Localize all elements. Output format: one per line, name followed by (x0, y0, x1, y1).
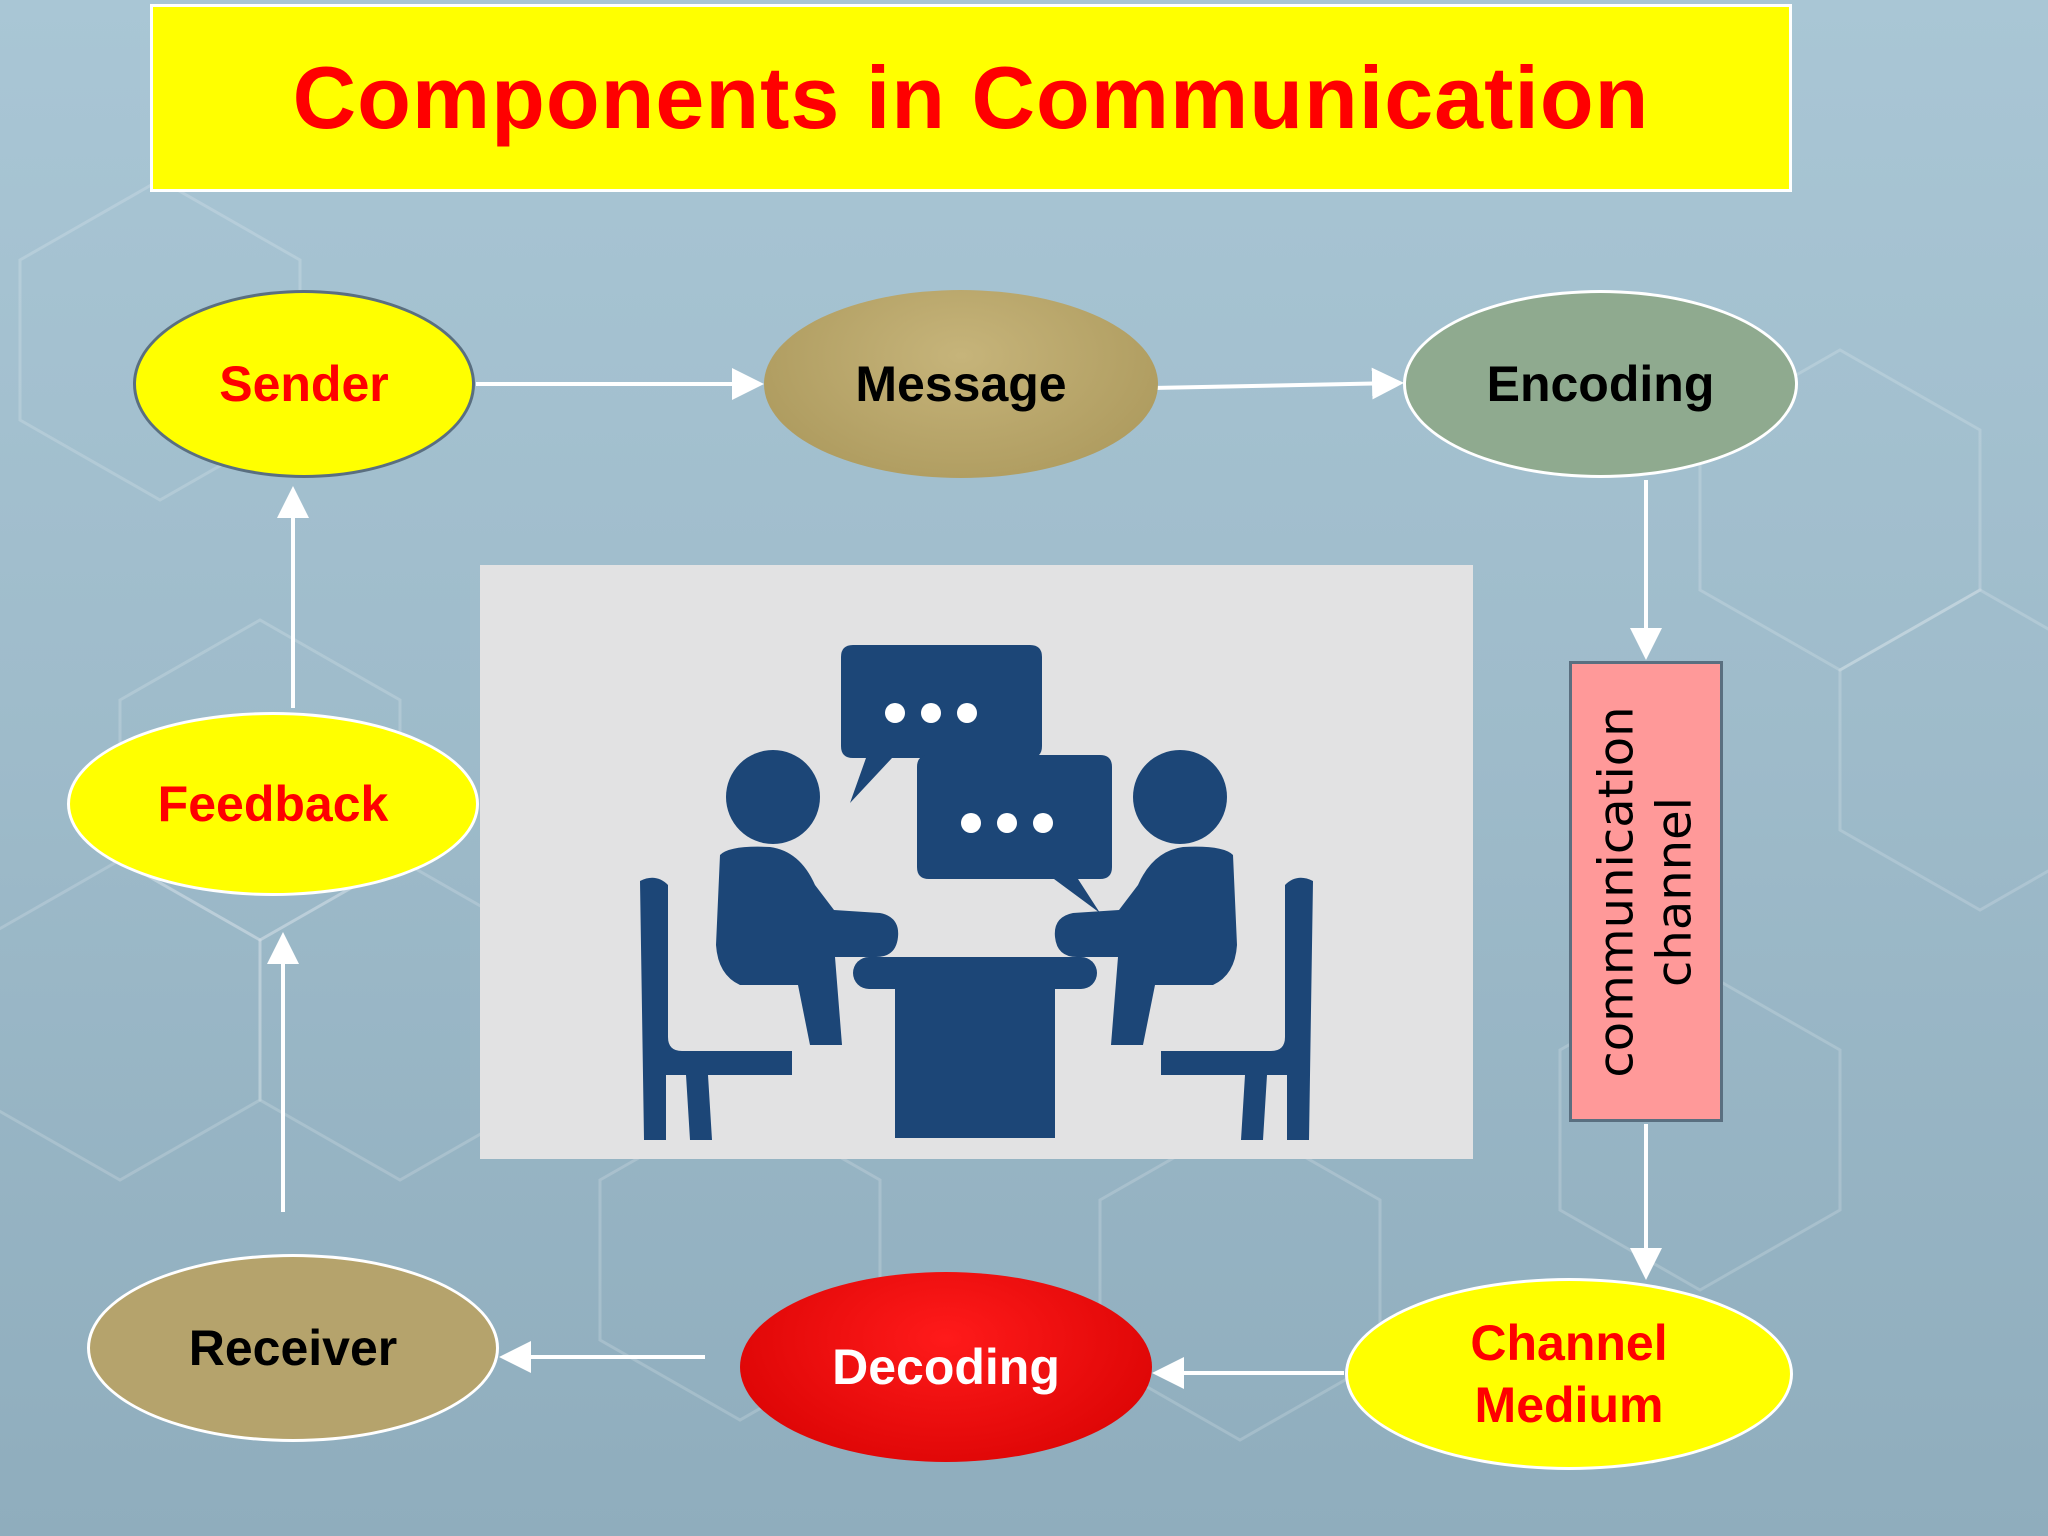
node-decoding: Decoding (740, 1272, 1152, 1462)
node-channel-label: communication channel (1589, 705, 1704, 1078)
node-channel-medium: Channel Medium (1345, 1278, 1793, 1470)
person-left-body (716, 846, 899, 1045)
page-title: Components in Communication (292, 48, 1650, 147)
node-receiver: Receiver (87, 1254, 499, 1442)
node-feedback-label: Feedback (157, 776, 389, 832)
arrow-message-to-encoding (1151, 367, 1404, 400)
title-banner: Components in Communication (150, 4, 1792, 192)
speech-bubble-right (917, 755, 1112, 913)
node-message: Message (764, 290, 1158, 478)
node-sender-label: Sender (219, 356, 389, 412)
node-sender: Sender (133, 290, 475, 478)
node-message-label: Message (855, 356, 1067, 412)
chair-left (640, 877, 792, 1140)
node-encoding: Encoding (1403, 290, 1798, 478)
node-receiver-label: Receiver (188, 1320, 398, 1376)
node-communication-channel: communication channel (1569, 661, 1723, 1122)
chair-right (1161, 877, 1313, 1140)
node-feedback: Feedback (67, 712, 479, 896)
illustration-panel (480, 565, 1473, 1159)
table-top (853, 957, 1097, 989)
node-decoding-label: Decoding (832, 1339, 1060, 1395)
table-leg (895, 985, 1055, 1138)
node-channel-medium-label: Channel Medium (1470, 1315, 1668, 1433)
person-right-head (1133, 750, 1227, 844)
person-right-body (1054, 846, 1237, 1045)
two-people-talking-icon (640, 645, 1313, 1140)
person-left-head (726, 750, 820, 844)
speech-bubble-left (841, 645, 1042, 803)
node-encoding-label: Encoding (1486, 356, 1715, 412)
